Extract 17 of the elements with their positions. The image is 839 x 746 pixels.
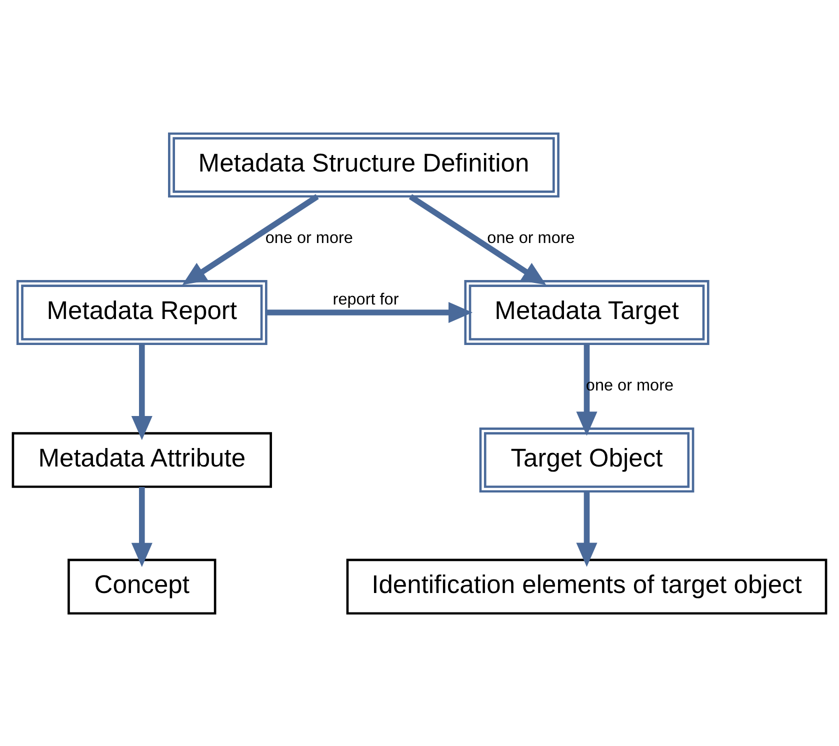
node-box: Target Object <box>479 427 694 492</box>
arrow <box>576 344 598 436</box>
edge-label: report for <box>332 290 399 308</box>
arrow <box>408 194 546 284</box>
arrow <box>131 344 152 440</box>
edge-label: one or more <box>265 228 353 247</box>
node-box: Identification elements of target object <box>346 558 828 614</box>
arrow <box>576 491 598 566</box>
arrow <box>131 486 152 566</box>
node-box: Metadata Attribute <box>12 432 272 488</box>
node-box: Metadata Target <box>464 280 710 345</box>
edge-label: one or more <box>487 228 575 247</box>
arrow <box>182 194 319 284</box>
node-box: Metadata Structure Definition <box>168 132 560 198</box>
arrow <box>266 301 473 323</box>
node-box: Concept <box>68 558 216 614</box>
node-box: Metadata Report <box>16 280 268 345</box>
